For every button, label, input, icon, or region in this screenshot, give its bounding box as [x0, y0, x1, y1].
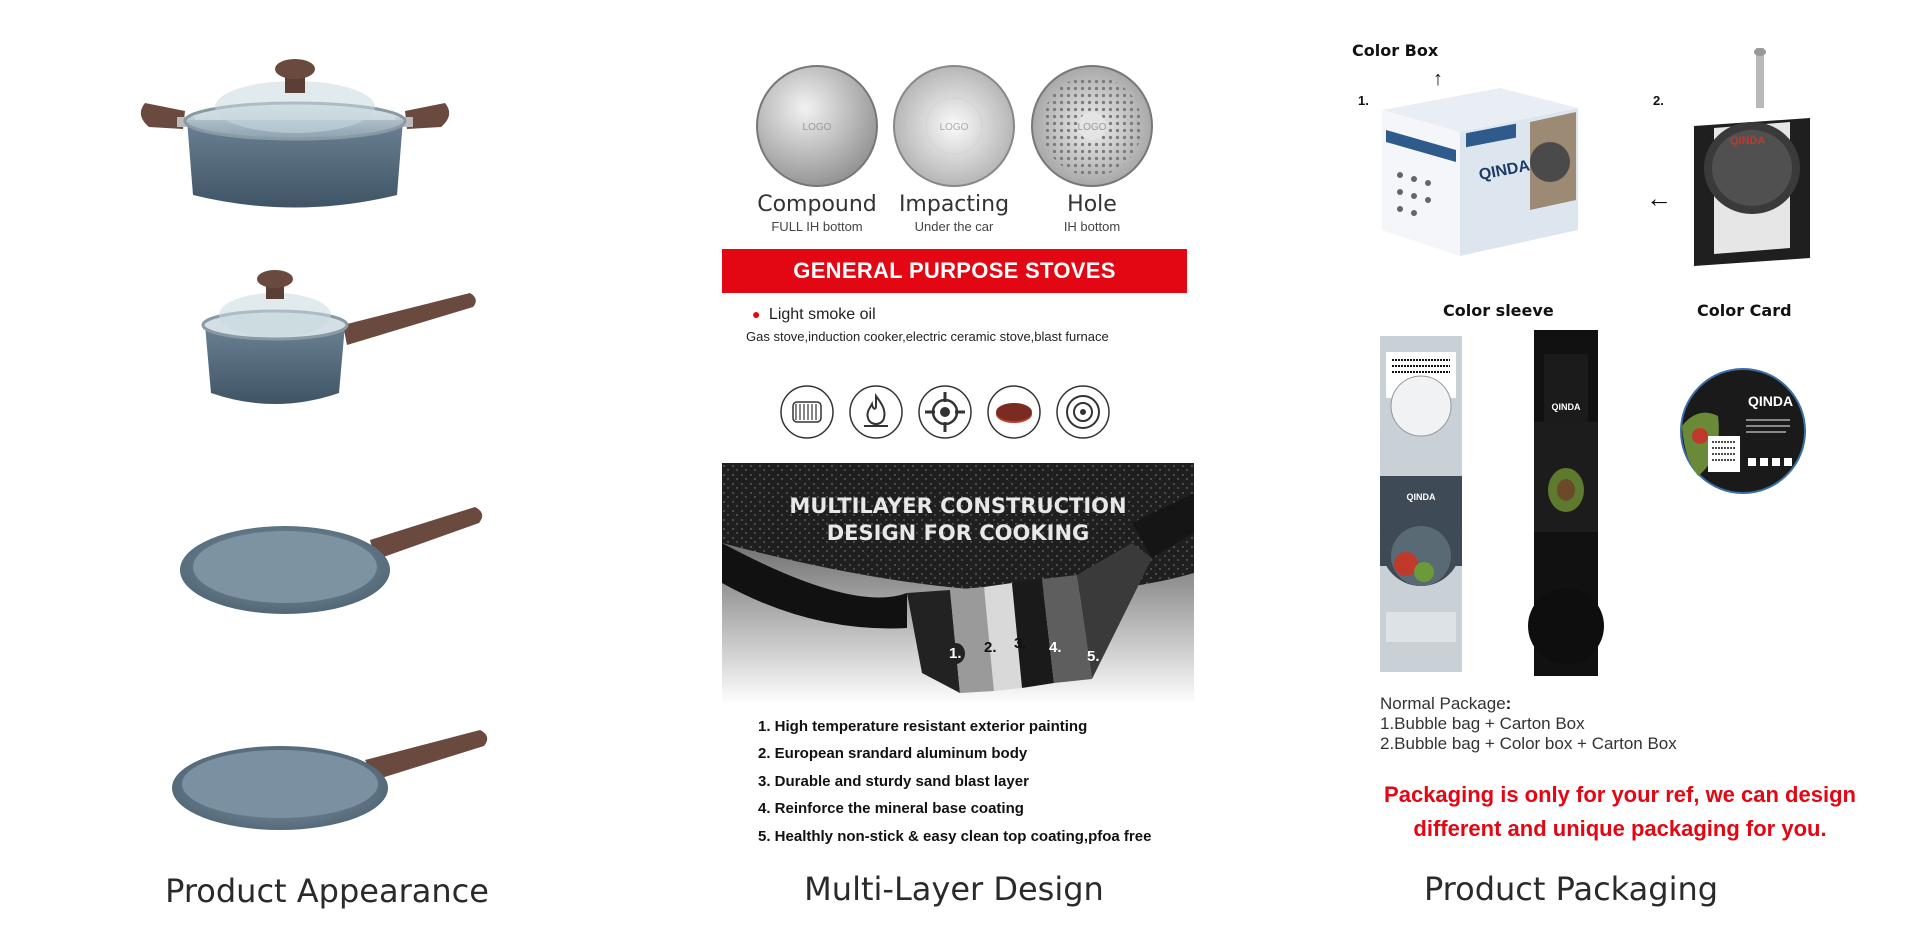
- color-card-image: QINDA: [1680, 368, 1806, 494]
- feature-item: 1. High temperature resistant exterior p…: [758, 718, 1088, 735]
- layer-number-1: 1.: [946, 643, 965, 664]
- caption-product-appearance: Product Appearance: [165, 872, 489, 910]
- package-number-2: 2.: [1653, 93, 1664, 108]
- multilayer-construction-image: [722, 463, 1194, 705]
- brand-text: QINDA: [1730, 135, 1766, 147]
- layer-number-5: 5.: [1087, 648, 1100, 665]
- disc-hole-label: Hole IH bottom: [1027, 192, 1157, 234]
- color-card-label: Color Card: [1697, 301, 1792, 320]
- disc-hole-title: Hole: [1067, 192, 1117, 217]
- package-number-1: 1.: [1358, 93, 1369, 108]
- arrow-up-icon: ↑: [1433, 68, 1443, 90]
- packaging-note-line1: Packaging is only for your ref, we can d…: [1384, 782, 1856, 807]
- caption-multi-layer-design: Multi-Layer Design: [804, 870, 1104, 908]
- disc-compound-image: LOGO: [756, 65, 878, 187]
- normal-package-title-colon: :: [1505, 694, 1512, 713]
- disc-impacting-image: LOGO: [893, 65, 1015, 187]
- gas-flame-icon: [849, 385, 903, 439]
- caption-product-packaging: Product Packaging: [1423, 870, 1719, 908]
- saucepan-image: [201, 270, 476, 404]
- disc-logo-text: LOGO: [1078, 122, 1107, 133]
- disc-compound-title: Compound: [757, 192, 877, 217]
- feature-item: 2. European srandard aluminum body: [758, 745, 1028, 762]
- package-option-2: 2.Bubble bag + Color box + Carton Box: [1380, 734, 1677, 753]
- stove-types-text: Gas stove,induction cooker,electric cera…: [746, 329, 1109, 344]
- product-appearance-panel: [120, 40, 510, 860]
- construction-title-line1: MULTILAYER CONSTRUCTION: [789, 494, 1127, 518]
- disc-compound-label: Compound FULL IH bottom: [752, 192, 882, 234]
- packaging-note: Packaging is only for your ref, we can d…: [1360, 778, 1880, 846]
- casserole-pot-image: [140, 59, 450, 208]
- induction-coil-icon: [780, 385, 834, 439]
- normal-package-title-text: Normal Package: [1380, 694, 1506, 713]
- crepe-pan-image: [172, 730, 488, 830]
- disc-impacting-label: Impacting Under the car: [889, 192, 1019, 234]
- electric-plate-icon: [987, 385, 1041, 439]
- color-box-label: Color Box: [1352, 41, 1439, 60]
- light-smoke-oil-text: Light smoke oil: [768, 306, 876, 323]
- general-purpose-stoves-banner: GENERAL PURPOSE STOVES: [722, 249, 1187, 293]
- disc-logo-text: LOGO: [803, 122, 832, 133]
- layer-number-4: 4.: [1049, 639, 1062, 656]
- ceramic-hob-icon: [1056, 385, 1110, 439]
- brand-text: QINDA: [1407, 492, 1437, 502]
- packaging-note-line2: different and unique packaging for you.: [1413, 816, 1827, 841]
- color-sleeve-dark-image: QINDA: [1528, 330, 1604, 676]
- disc-impacting-subtitle: Under the car: [914, 219, 994, 234]
- feature-item: 3. Durable and sturdy sand blast layer: [758, 773, 1029, 790]
- disc-hole-image: LOGO: [1031, 65, 1153, 187]
- layer-number-3: 3.: [1014, 635, 1027, 652]
- disc-logo-text: LOGO: [940, 122, 969, 133]
- fry-pan-box-image: QINDA: [1694, 48, 1810, 266]
- frying-pan-image: [180, 507, 483, 614]
- color-box-image: QINDA: [1382, 88, 1578, 256]
- feature-item: 5. Healthly non-stick & easy clean top c…: [758, 828, 1152, 845]
- brand-text: QINDA: [1748, 393, 1793, 409]
- stove-icons-row: [779, 384, 1129, 440]
- light-smoke-oil-bullet: ● Light smoke oil: [752, 306, 876, 324]
- feature-item: 4. Reinforce the mineral base coating: [758, 800, 1024, 817]
- multilayer-construction-panel: MULTILAYER CONSTRUCTION DESIGN FOR COOKI…: [722, 463, 1194, 705]
- disc-impacting-title: Impacting: [898, 192, 1010, 217]
- disc-compound-subtitle: FULL IH bottom: [771, 219, 863, 234]
- package-option-1: 1.Bubble bag + Carton Box: [1380, 714, 1585, 733]
- brand-text: QINDA: [1552, 402, 1582, 412]
- arrow-left-icon: ←: [1646, 183, 1672, 213]
- layer-number-2: 2.: [984, 639, 997, 656]
- gas-burner-icon: [918, 385, 972, 439]
- color-sleeve-label: Color sleeve: [1443, 301, 1554, 320]
- disc-hole-subtitle: IH bottom: [1063, 219, 1121, 234]
- bullet-dot-icon: ●: [752, 306, 761, 322]
- construction-title-line2: DESIGN FOR COOKING: [826, 521, 1090, 545]
- construction-title: MULTILAYER CONSTRUCTION DESIGN FOR COOKI…: [722, 493, 1194, 547]
- color-sleeve-light-image: QINDA: [1380, 336, 1462, 672]
- normal-package-title: Normal Package:: [1380, 694, 1511, 714]
